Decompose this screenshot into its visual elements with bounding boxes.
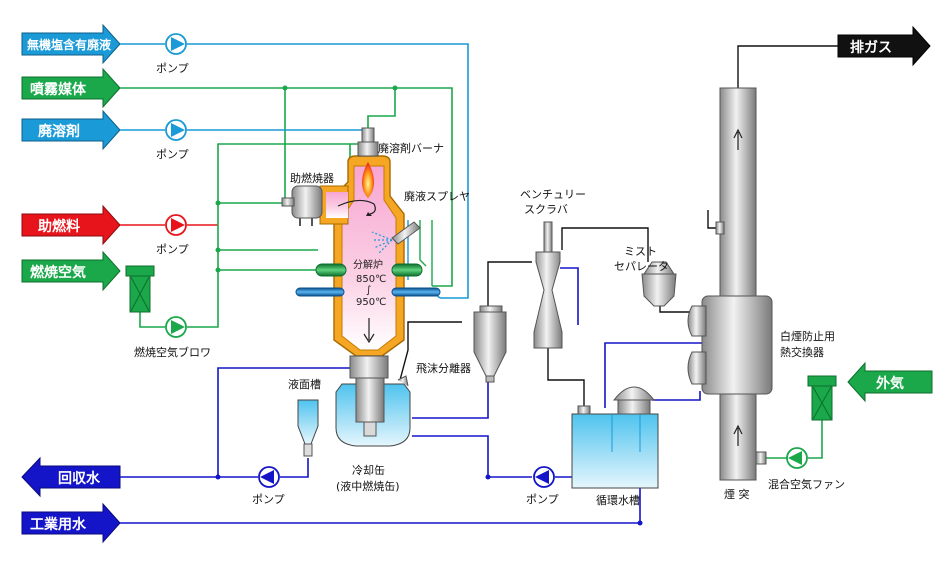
cooling-can-sublabel: (液中燃焼缶) [336, 479, 400, 493]
input-combustion-air-arrow: 燃焼空気 [21, 250, 121, 292]
pump-label-2: ポンプ [156, 148, 189, 161]
pump-recovered-water [258, 466, 280, 488]
cooling-can [335, 355, 411, 447]
furnace-coils [295, 263, 441, 297]
pipe-sprayer-feeds [419, 220, 433, 286]
mist-separator-label-2: セパレータ [614, 260, 669, 273]
pipe-combustion-air [139, 143, 360, 328]
waste-sprayer-label: 廃液スプレヤ [404, 189, 470, 203]
output-recovered-water-label: 回収水 [58, 470, 101, 487]
input-inorganic-salt-waste-label: 無機塩含有廃液 [27, 37, 111, 52]
pump-waste-solvent [165, 119, 187, 141]
pump-label-5: ポンプ [526, 493, 559, 506]
temp-tilde-label: ∫ [366, 285, 371, 296]
input-auxiliary-fuel-arrow: 助燃料 [21, 204, 121, 246]
temp-high-label: 950℃ [356, 297, 386, 308]
white-smoke-heat-exchanger [687, 295, 773, 395]
solvent-burner [357, 127, 379, 157]
circulation-tank [571, 386, 659, 489]
output-recovered-water-arrow: 回収水 [21, 456, 121, 498]
pump-label-1: ポンプ [156, 62, 189, 75]
stack-label: 煙 突 [724, 487, 750, 501]
pump-label-3: ポンプ [156, 243, 189, 256]
input-spray-medium-label: 噴霧媒体 [30, 81, 87, 98]
auxiliary-burner-label: 助燃焼器 [290, 171, 334, 185]
waste-sprayer [371, 221, 421, 255]
venturi-label-2: スクラバ [524, 203, 568, 216]
droplet-separator-label: 飛沫分離器 [416, 361, 471, 375]
input-combustion-air-label: 燃焼空気 [30, 264, 86, 281]
combustion-air-blower [165, 316, 187, 338]
pump-circulation [533, 466, 555, 488]
output-exhaust-gas-label: 排ガス [850, 39, 892, 56]
pipe-outside-air [766, 420, 823, 459]
combustion-air-filter [125, 265, 155, 313]
input-waste-solvent-arrow: 廃溶剤 [21, 109, 121, 151]
input-waste-solvent-label: 廃溶剤 [38, 123, 80, 140]
decomposition-furnace [319, 155, 405, 357]
level-tank [297, 399, 319, 457]
junction-dots-blue [215, 474, 643, 526]
mixing-air-fan [786, 447, 808, 469]
solvent-burner-label: 廃溶剤バーナ [378, 141, 444, 155]
input-industrial-water-arrow: 工業用水 [21, 502, 121, 544]
input-industrial-water-label: 工業用水 [30, 516, 87, 533]
temp-low-label: 850℃ [356, 274, 386, 285]
input-spray-medium-arrow: 噴霧媒体 [21, 67, 121, 109]
pipe-inorganic-waste [120, 43, 469, 299]
flame-swirl-icon [337, 199, 376, 215]
junction-dots [215, 85, 398, 273]
decomposition-furnace-label: 分解炉 [353, 258, 383, 271]
pipe-gas-path [399, 45, 838, 406]
cooling-can-label: 冷却缶 [352, 463, 385, 477]
input-inorganic-salt-waste-arrow: 無機塩含有廃液 [21, 23, 121, 65]
blower-label: 燃焼空気ブロワ [134, 345, 211, 359]
input-auxiliary-fuel-label: 助燃料 [38, 218, 80, 235]
venturi-label-1: ベンチュリー [520, 188, 586, 201]
mixing-air-fan-label: 混合空気ファン [768, 477, 845, 491]
swirl-arrow-icon [366, 212, 372, 216]
heat-exchanger-label-2: 熱交換器 [780, 345, 824, 359]
flame-icon [362, 162, 374, 198]
output-exhaust-gas-arrow: 排ガス [837, 25, 931, 67]
input-outside-air-arrow: 外気 [847, 361, 933, 403]
circulation-tank-label: 循環水槽 [596, 494, 640, 507]
pump-inorganic-waste [165, 33, 187, 55]
furnace-down-arrow-icon [363, 318, 375, 344]
stack [715, 87, 767, 481]
mist-separator [641, 261, 677, 307]
auxiliary-burner [281, 185, 323, 226]
mist-separator-label-1: ミスト [624, 245, 657, 258]
droplet-separator [473, 305, 507, 383]
pump-auxiliary-fuel [165, 214, 187, 236]
heat-exchanger-label-1: 白煙防止用 [780, 329, 835, 343]
level-tank-label: 液面槽 [288, 377, 321, 391]
input-outside-air-label: 外気 [876, 375, 904, 392]
pump-label-4: ポンプ [252, 493, 285, 506]
venturi-scrubber [533, 221, 563, 349]
outside-air-filter [807, 375, 837, 421]
